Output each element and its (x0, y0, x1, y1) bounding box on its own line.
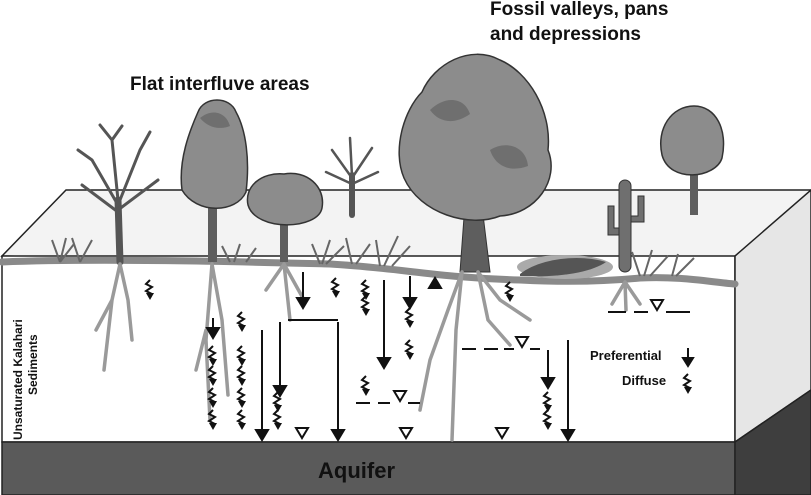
preferential-arrow (540, 350, 556, 390)
diffuse-flow-arrowhead (238, 423, 246, 430)
diffuse-flow-symbol (542, 391, 552, 407)
diffuse-flow-symbol (207, 365, 217, 381)
preferential-arrow (376, 280, 392, 370)
diffuse-flow-symbol (272, 391, 282, 407)
preferential-flow-arrows (205, 272, 576, 442)
flat-interfluve-label: Flat interfluve areas (130, 74, 310, 95)
legend: Preferential Diffuse (590, 348, 695, 394)
diffuse-flow-arrowhead (274, 405, 282, 412)
diffuse-flow-arrowhead (544, 405, 552, 412)
diffuse-flow-arrowhead (238, 359, 246, 366)
round-tree-icon (246, 172, 324, 262)
legend-preferential-arrow (681, 348, 695, 368)
preferential-arrow (427, 276, 443, 289)
preferential-arrow (205, 318, 221, 340)
water-table-icon (294, 427, 310, 440)
diffuse-flow-arrowhead (406, 353, 414, 360)
diffuse-flow-arrowhead (209, 423, 217, 430)
fossil-valleys-label-line2: and depressions (490, 24, 641, 45)
diffuse-flow-arrowhead (544, 423, 552, 430)
preferential-arrow (254, 330, 270, 442)
diffuse-flow-arrowhead (146, 293, 154, 300)
side-label-line1: Unsaturated Kalahari (11, 319, 25, 440)
diffuse-flow-symbol (272, 409, 282, 425)
diffuse-flow-symbol (207, 387, 217, 403)
diffuse-flow-symbol (207, 409, 217, 425)
legend-diffuse-arrowhead (684, 387, 692, 394)
pan-depression (517, 255, 613, 279)
diffuse-flow-symbol (236, 365, 246, 381)
legend-diffuse: Diffuse (622, 373, 666, 388)
diffuse-flow-arrowhead (209, 401, 217, 408)
water-table-icon (392, 390, 408, 403)
diffuse-flow-symbol (542, 409, 552, 425)
legend-diffuse-symbol (682, 373, 692, 389)
grass-icon (51, 235, 695, 277)
diffuse-flow-arrowhead (406, 321, 414, 328)
diffuse-flow-arrowhead (274, 423, 282, 430)
diffuse-flow-symbol (360, 375, 370, 391)
preferential-arrow (560, 340, 576, 442)
legend-preferential: Preferential (590, 348, 662, 363)
diffuse-flow-arrowhead (332, 291, 340, 298)
tall-tree-icon (180, 99, 249, 262)
water-table-icon (514, 336, 530, 349)
preferential-arrow (272, 322, 288, 398)
preferential-arrow (295, 272, 311, 310)
background-dead-tree-icon (324, 136, 380, 218)
diffuse-flow-symbol (360, 279, 370, 295)
diffuse-flow-symbol (404, 307, 414, 323)
vegetation (51, 53, 725, 277)
diffuse-flow-arrowhead (209, 379, 217, 386)
fossil-valleys-label-line1: Fossil valleys, pans (490, 0, 668, 20)
cactus-icon (607, 179, 645, 273)
diffuse-flow-symbol (236, 345, 246, 361)
diffuse-flow-symbol (236, 311, 246, 327)
preferential-arrow (330, 322, 346, 442)
diffuse-flow-symbols (144, 277, 552, 430)
large-tree-icon (398, 53, 552, 273)
diffuse-flow-symbol (144, 279, 154, 295)
aquifer-side (734, 389, 811, 495)
block-right-side (734, 189, 811, 444)
water-table-icon (398, 427, 414, 440)
far-right-tree-icon (660, 105, 725, 215)
diffuse-flow-arrowhead (362, 309, 370, 316)
diffuse-flow-symbol (504, 281, 514, 297)
water-table-icon (494, 427, 510, 440)
side-label-line2: Sediments (26, 334, 40, 395)
diffuse-flow-symbol (236, 387, 246, 403)
diffuse-flow-arrowhead (238, 379, 246, 386)
diffuse-flow-symbol (330, 277, 340, 293)
preferential-arrow (402, 276, 418, 310)
diffuse-flow-arrowhead (209, 359, 217, 366)
diffuse-flow-symbol (404, 339, 414, 355)
ground-surface-line (0, 256, 739, 288)
diffuse-flow-symbol (207, 345, 217, 361)
dead-tree-icon (76, 123, 160, 266)
diffuse-flow-symbol (236, 409, 246, 425)
diffuse-flow-arrowhead (238, 401, 246, 408)
water-table-markers (294, 299, 690, 440)
diffuse-flow-arrowhead (506, 295, 514, 302)
aquifer-label: Aquifer (318, 458, 395, 483)
diffuse-flow-arrowhead (362, 389, 370, 396)
diffuse-flow-symbol (360, 295, 370, 311)
root-systems (94, 262, 642, 442)
diffuse-flow-arrowhead (238, 325, 246, 332)
water-table-icon (649, 299, 665, 312)
